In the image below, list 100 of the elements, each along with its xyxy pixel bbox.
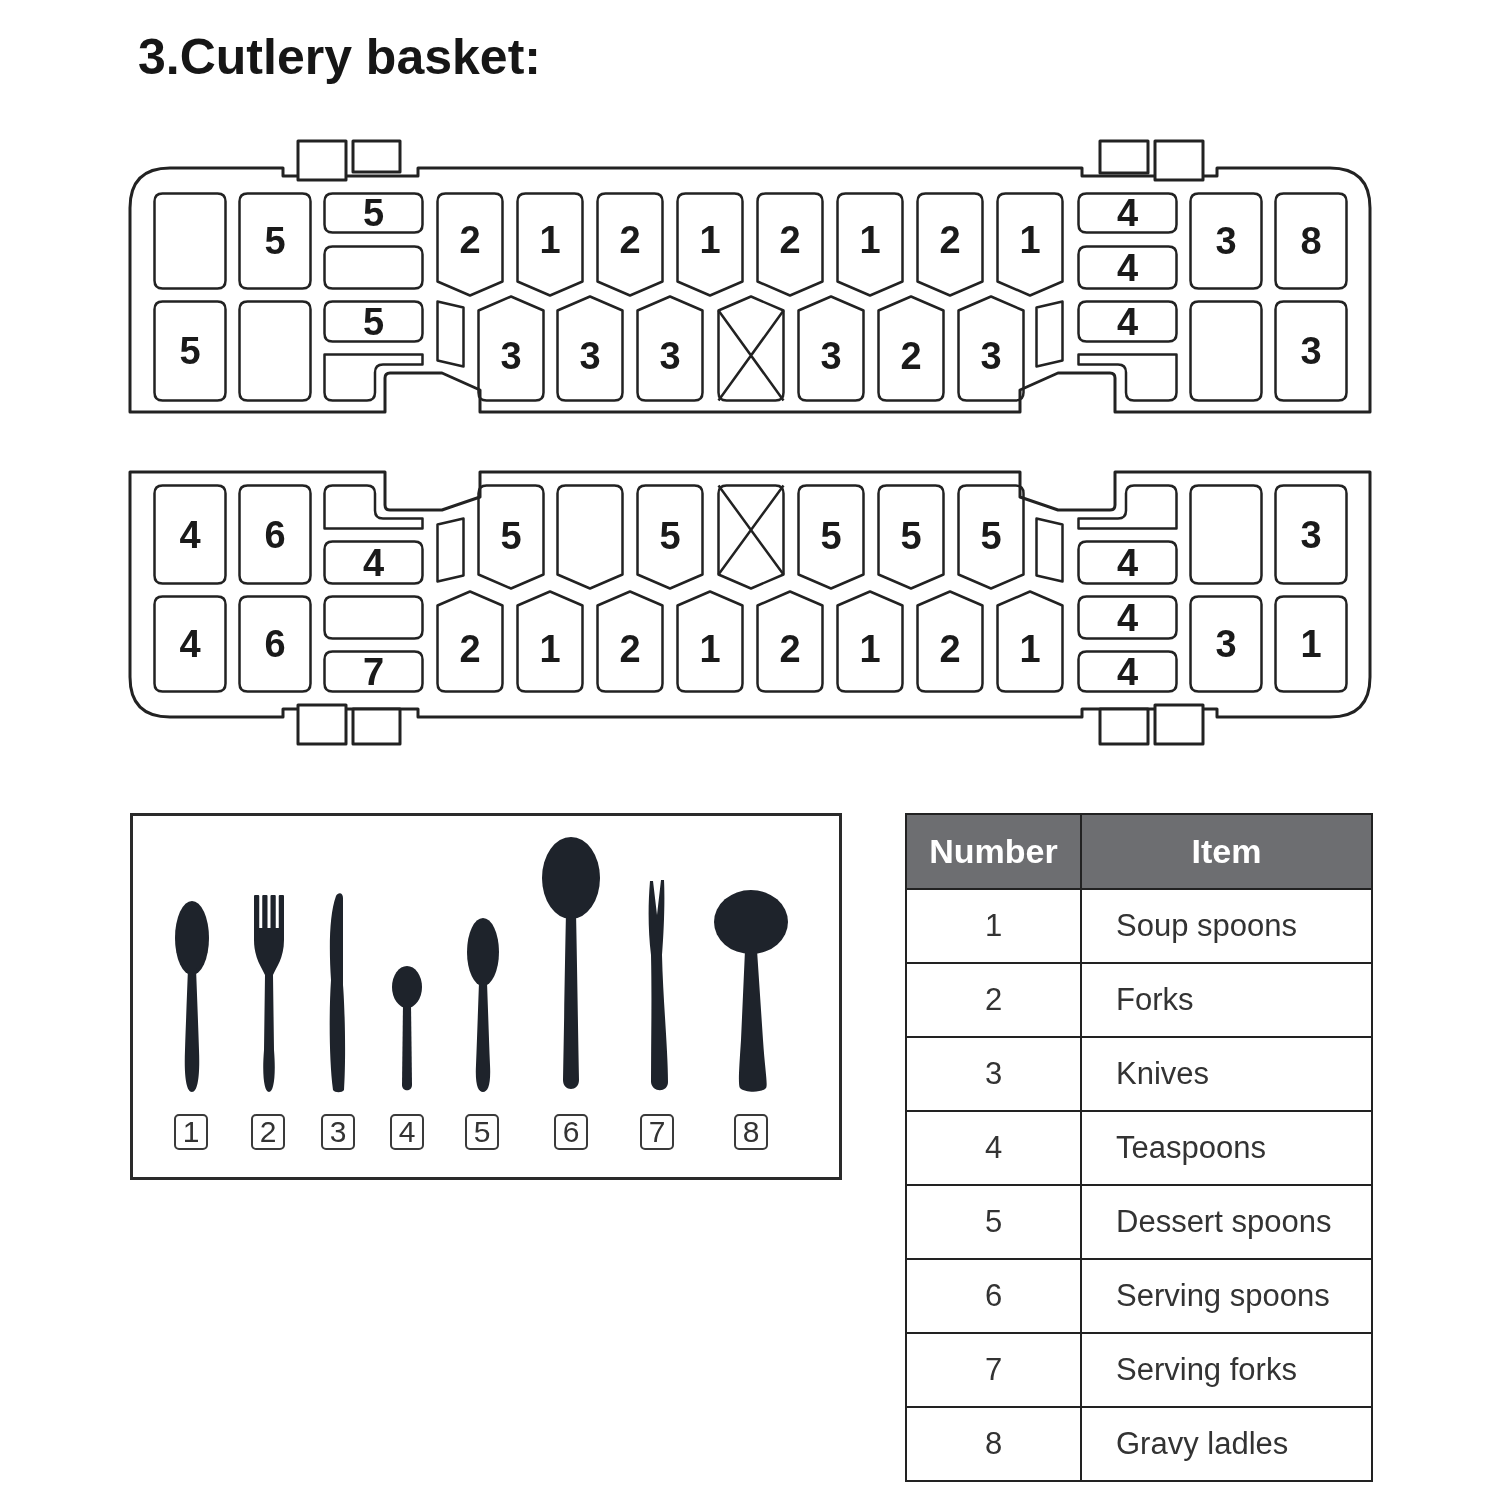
compartment-number: 2 bbox=[900, 336, 922, 375]
callout-number: 3 bbox=[321, 1114, 355, 1150]
compartment-number: 5 bbox=[659, 517, 681, 555]
compartment bbox=[676, 192, 744, 297]
compartment bbox=[1077, 595, 1178, 640]
table-cell: 5 bbox=[906, 1185, 1081, 1259]
compartment-number: 3 bbox=[500, 336, 522, 375]
compartment bbox=[323, 245, 424, 290]
compartment-number: 4 bbox=[362, 543, 385, 582]
compartment bbox=[323, 353, 424, 402]
table-cell: Serving spoons bbox=[1081, 1259, 1372, 1333]
callout-number: 1 bbox=[174, 1114, 208, 1150]
compartment-number: 1 bbox=[859, 629, 881, 668]
compartment bbox=[153, 484, 227, 585]
table-cell: 4 bbox=[906, 1111, 1081, 1185]
compartment bbox=[836, 590, 904, 693]
callout-number: 6 bbox=[554, 1114, 588, 1150]
compartment bbox=[323, 540, 424, 585]
compartment-number: 8 bbox=[1300, 222, 1322, 260]
compartment-number: 1 bbox=[1019, 220, 1041, 259]
compartment bbox=[756, 590, 824, 693]
compartment bbox=[436, 192, 504, 297]
compartment bbox=[877, 295, 945, 402]
callout-number: 4 bbox=[390, 1114, 424, 1150]
compartment-number: 3 bbox=[1215, 222, 1237, 260]
table-cell: 2 bbox=[906, 963, 1081, 1037]
compartment bbox=[1189, 484, 1263, 585]
compartment-number: 2 bbox=[779, 220, 801, 259]
compartment-number: 4 bbox=[1116, 598, 1139, 637]
table-cell: Dessert spoons bbox=[1081, 1185, 1372, 1259]
compartment bbox=[436, 300, 465, 368]
compartment-number: 5 bbox=[179, 332, 201, 370]
crossed-out-compartment bbox=[717, 295, 785, 402]
compartment-number: 4 bbox=[1116, 194, 1139, 232]
title: 3.Cutlery basket: bbox=[138, 30, 541, 85]
compartment-number: 2 bbox=[619, 220, 641, 259]
compartment-number: 4 bbox=[1116, 652, 1139, 691]
compartment bbox=[1077, 353, 1178, 402]
compartment-number: 6 bbox=[264, 515, 286, 554]
compartment bbox=[636, 295, 704, 402]
compartment-number: 3 bbox=[1300, 515, 1322, 554]
compartment bbox=[323, 595, 424, 640]
compartment bbox=[323, 650, 424, 693]
compartment-number: 5 bbox=[362, 302, 385, 341]
compartment-number: 5 bbox=[264, 222, 286, 260]
compartment bbox=[916, 590, 984, 693]
compartment-number: 4 bbox=[1116, 302, 1139, 341]
compartment-number: 4 bbox=[1116, 248, 1139, 287]
callout-number: 5 bbox=[465, 1114, 499, 1150]
compartment bbox=[636, 484, 704, 590]
compartment bbox=[1189, 595, 1263, 693]
table-cell: Knives bbox=[1081, 1037, 1372, 1111]
table-cell: 7 bbox=[906, 1333, 1081, 1407]
table-cell: Serving forks bbox=[1081, 1333, 1372, 1407]
table-cell: 1 bbox=[906, 889, 1081, 963]
compartment bbox=[1077, 245, 1178, 290]
compartment bbox=[323, 484, 424, 530]
compartment-number: 1 bbox=[1300, 625, 1322, 663]
compartment bbox=[436, 517, 465, 583]
compartment bbox=[556, 484, 624, 590]
compartment-number: 3 bbox=[579, 336, 601, 375]
compartment bbox=[1189, 300, 1263, 402]
compartment-number: 2 bbox=[619, 629, 641, 668]
compartment bbox=[756, 192, 824, 297]
compartment bbox=[1077, 192, 1178, 234]
compartment bbox=[1077, 540, 1178, 585]
compartment bbox=[1077, 484, 1178, 530]
utensil-key-panel bbox=[130, 813, 842, 1180]
column-header: Item bbox=[1081, 814, 1372, 889]
compartment bbox=[596, 192, 664, 297]
compartment-number: 5 bbox=[500, 517, 522, 555]
compartment bbox=[1035, 300, 1064, 368]
basket-tray bbox=[128, 139, 1372, 414]
compartment-number: 2 bbox=[939, 220, 961, 259]
compartment-number: 1 bbox=[699, 629, 721, 668]
compartment bbox=[556, 295, 624, 402]
table-cell: 8 bbox=[906, 1407, 1081, 1481]
compartment bbox=[1189, 192, 1263, 290]
table-cell: Teaspoons bbox=[1081, 1111, 1372, 1185]
table-cell: 6 bbox=[906, 1259, 1081, 1333]
compartment-number: 5 bbox=[362, 194, 385, 232]
table-cell: Soup spoons bbox=[1081, 889, 1372, 963]
compartment bbox=[1274, 595, 1348, 693]
compartment bbox=[153, 300, 227, 402]
callout-number: 2 bbox=[251, 1114, 285, 1150]
compartment-number: 4 bbox=[179, 515, 201, 554]
compartment-number: 3 bbox=[1300, 332, 1322, 370]
compartment-number: 2 bbox=[779, 629, 801, 668]
compartment bbox=[957, 295, 1025, 402]
compartment-number: 5 bbox=[980, 517, 1002, 555]
compartment bbox=[676, 590, 744, 693]
compartment-number: 2 bbox=[459, 629, 481, 668]
compartment bbox=[238, 192, 312, 290]
compartment-number: 1 bbox=[859, 220, 881, 259]
table-cell: Gravy ladles bbox=[1081, 1407, 1372, 1481]
column-header: Number bbox=[906, 814, 1081, 889]
compartment-number: 1 bbox=[699, 220, 721, 259]
compartment bbox=[797, 484, 865, 590]
compartment-number: 1 bbox=[539, 629, 561, 668]
compartment bbox=[323, 300, 424, 343]
